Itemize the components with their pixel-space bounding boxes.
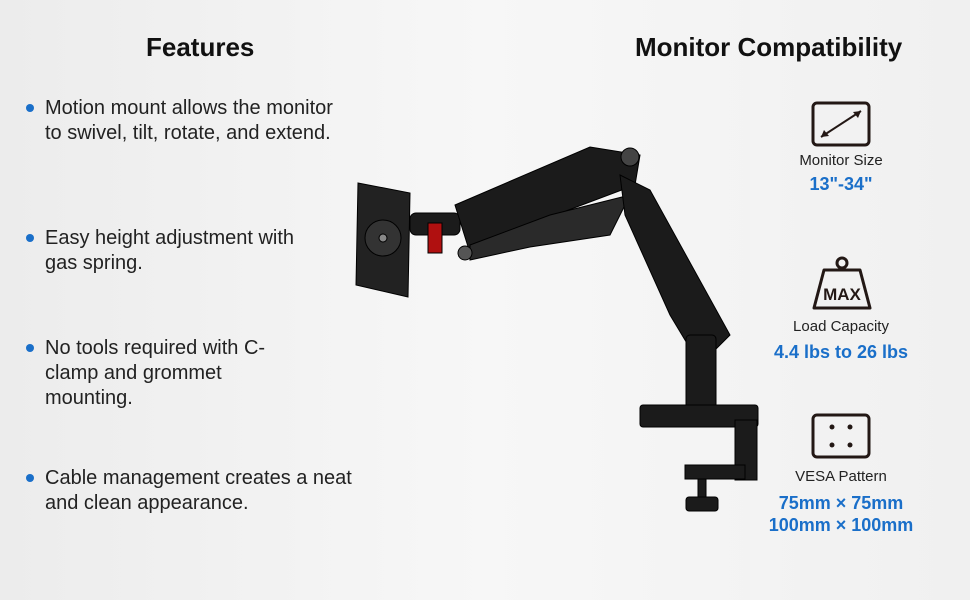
feature-text: Motion mount allows the monitor to swive…	[45, 97, 333, 144]
bullet-icon	[26, 344, 34, 352]
monitor-size-icon	[811, 101, 871, 147]
load-capacity-spec: Load Capacity 4.4 lbs to 26 lbs	[741, 318, 941, 363]
spec-label: Load Capacity	[793, 318, 889, 335]
max-text: MAX	[823, 285, 861, 304]
feature-text: No tools required with C-clamp and gromm…	[45, 337, 266, 409]
spec-label: Monitor Size	[799, 152, 883, 169]
weight-max-icon: MAX	[812, 256, 872, 310]
bullet-icon	[26, 474, 34, 482]
spec-value: 4.4 lbs to 26 lbs	[773, 342, 909, 362]
feature-item: Cable management creates a neat and clea…	[26, 466, 356, 516]
bullet-icon	[26, 104, 34, 112]
vesa-pattern-icon	[811, 413, 871, 459]
spec-value: 75mm × 75mm	[778, 493, 904, 513]
compat-title: Monitor Compatibility	[635, 32, 903, 62]
bullet-icon	[26, 234, 34, 242]
features-title: Features	[146, 32, 255, 62]
feature-text: Cable management creates a neat and clea…	[45, 467, 352, 514]
feature-item: No tools required with C-clamp and gromm…	[26, 336, 276, 411]
feature-item: Easy height adjustment with gas spring.	[26, 226, 326, 276]
spec-value: 100mm × 100mm	[768, 515, 914, 535]
monitor-size-spec: Monitor Size 13"-34"	[741, 152, 941, 195]
spec-label: VESA Pattern	[795, 468, 887, 485]
vesa-spec: VESA Pattern 75mm × 75mm 100mm × 100mm	[741, 468, 941, 536]
monitor-arm-image	[355, 146, 759, 512]
feature-text: Easy height adjustment with gas spring.	[45, 227, 295, 274]
spec-value: 13"-34"	[809, 174, 873, 194]
feature-item: Motion mount allows the monitor to swive…	[26, 96, 346, 146]
